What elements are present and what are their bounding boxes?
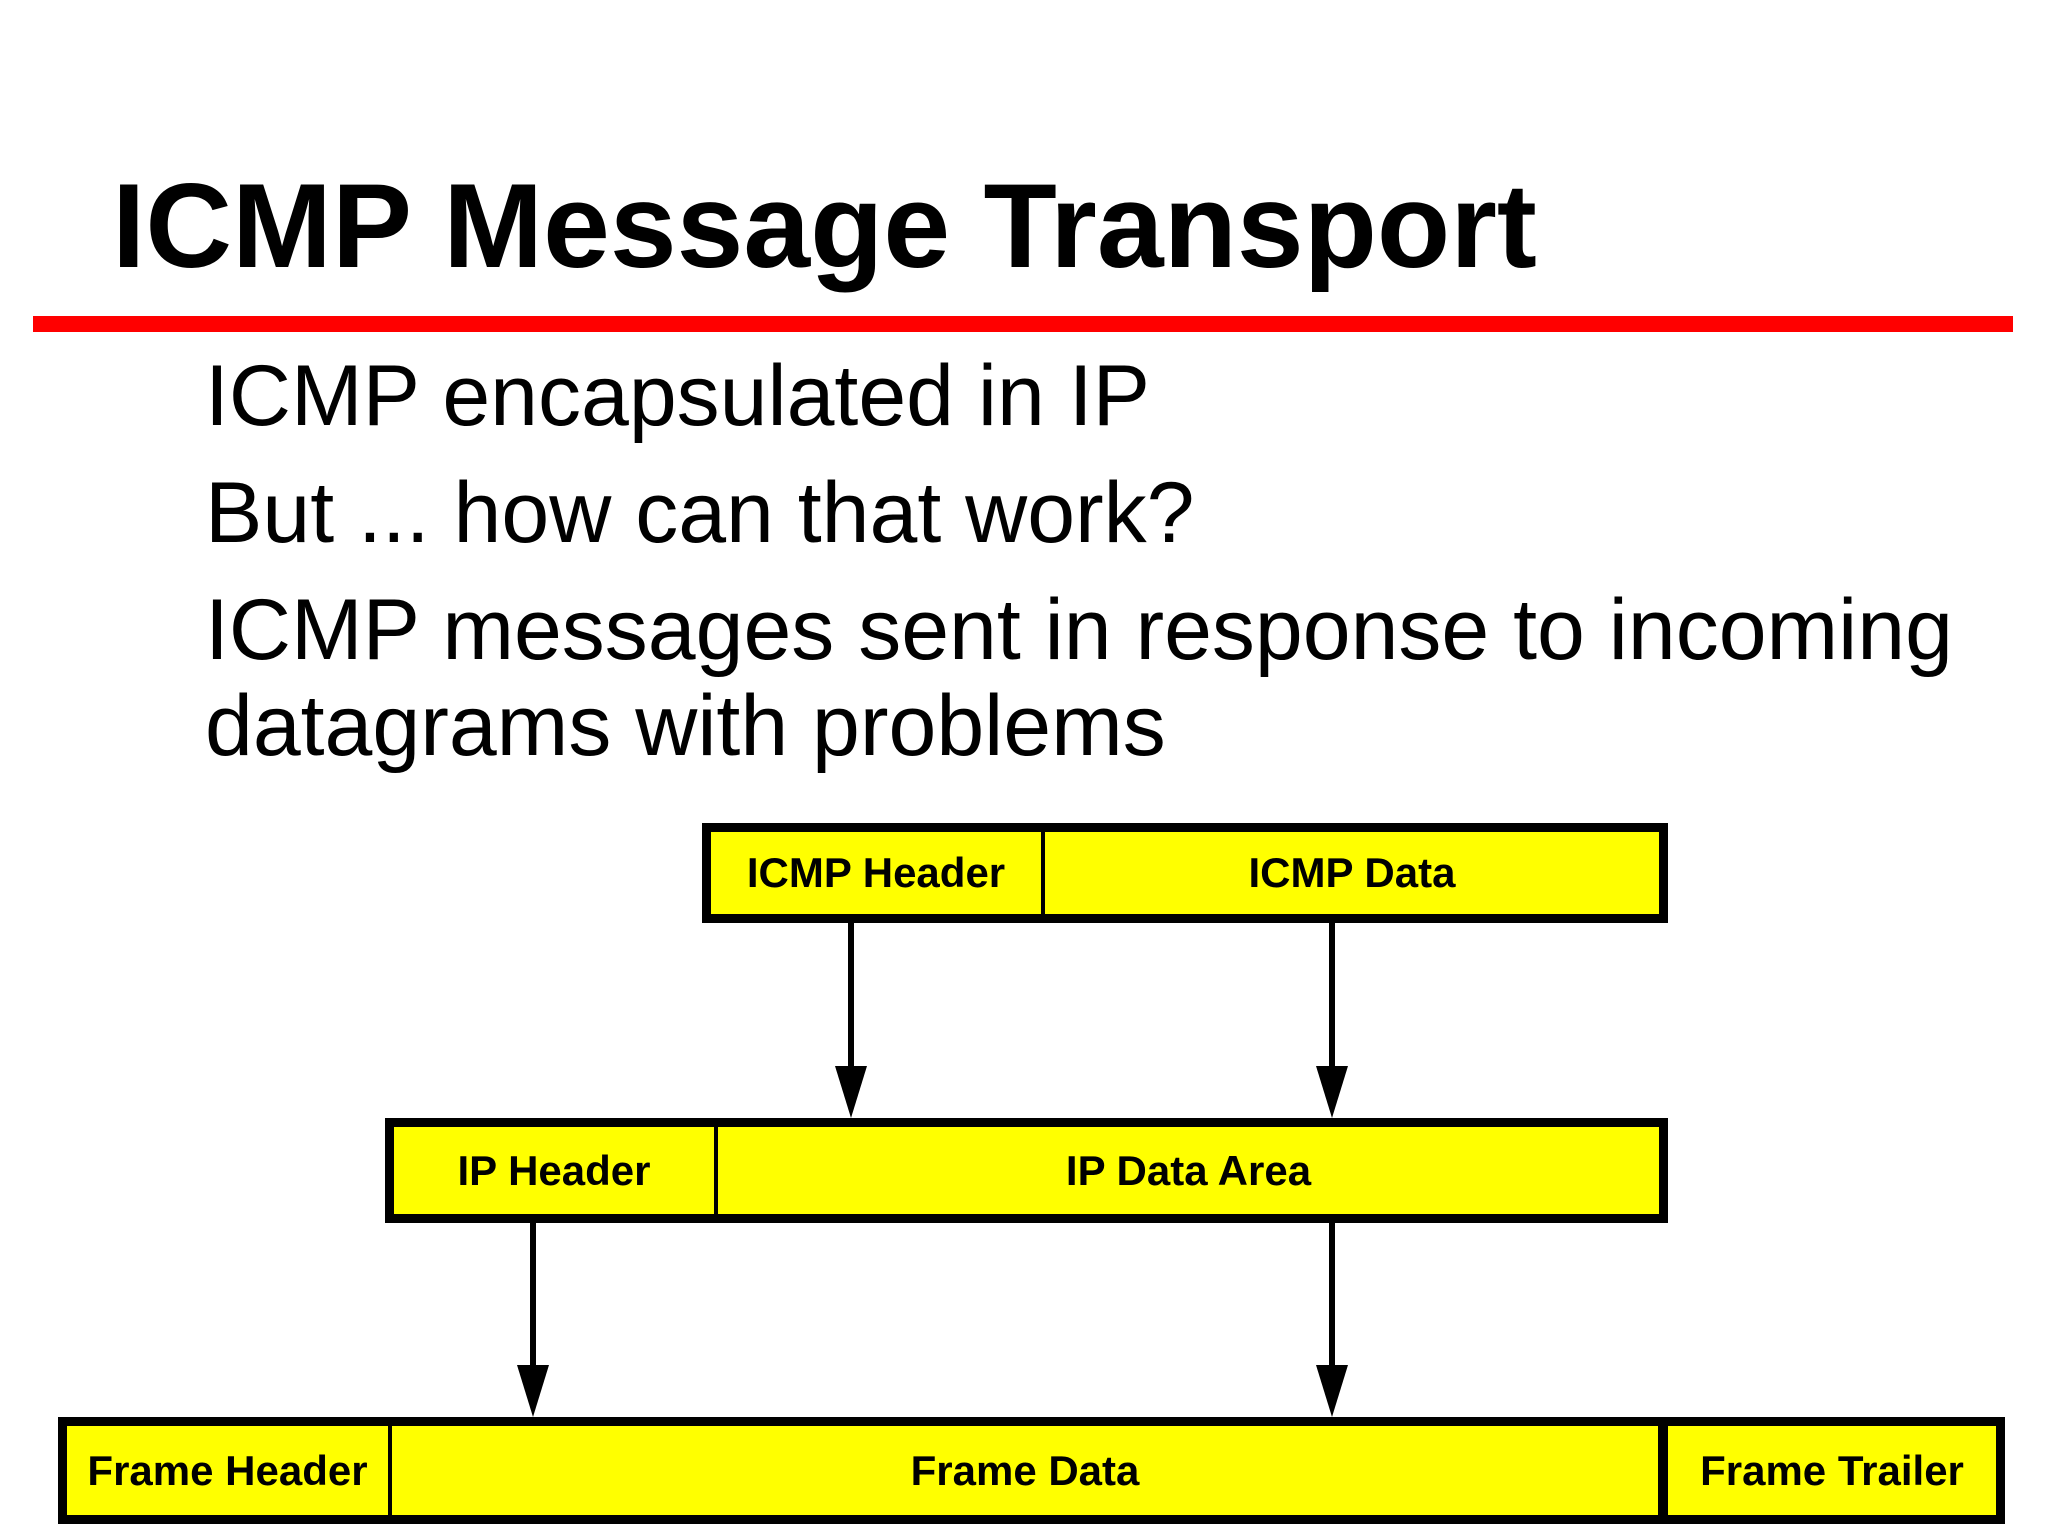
ip-datagram-bar: IP Header IP Data Area [385,1118,1668,1223]
body-line: datagrams with problems [205,678,1166,774]
frame-bar: Frame Header Frame Data Frame Trailer [58,1417,2005,1524]
cell-divider [714,1127,718,1214]
down-arrow-icon [1329,1223,1335,1367]
down-arrow-icon [1316,1066,1348,1118]
ip-data-area-cell: IP Data Area [1065,1146,1312,1194]
frame-header-cell: Frame Header [87,1446,368,1494]
cell-divider-thick [1658,1426,1668,1515]
icmp-header-cell: ICMP Header [746,849,1006,896]
page-title: ICMP Message Transport [112,159,1537,293]
down-arrow-icon [848,923,854,1068]
down-arrow-icon [1316,1365,1348,1417]
body-line: ICMP encapsulated in IP [205,348,1150,444]
down-arrow-icon [517,1365,549,1417]
down-arrow-icon [530,1223,536,1367]
title-underline-rule [33,316,2013,332]
icmp-message-bar: ICMP Header ICMP Data [702,823,1668,923]
paragraph: But ... how can that work? [205,465,1953,561]
down-arrow-icon [835,1066,867,1118]
down-arrow-icon [1329,923,1335,1068]
cell-divider [388,1426,392,1515]
body-text: ICMP encapsulated in IP But ... how can … [205,348,1953,774]
ip-header-cell: IP Header [457,1146,651,1194]
body-line: But ... how can that work? [205,465,1195,561]
icmp-data-cell: ICMP Data [1248,849,1456,896]
frame-trailer-cell: Frame Trailer [1700,1446,1964,1494]
frame-data-cell: Frame Data [910,1446,1140,1494]
cell-divider [1041,832,1045,914]
body-line: ICMP messages sent in response to incomi… [205,582,1953,678]
paragraph: ICMP encapsulated in IP [205,348,1953,444]
paragraph: ICMP messages sent in response to incomi… [205,582,1953,774]
